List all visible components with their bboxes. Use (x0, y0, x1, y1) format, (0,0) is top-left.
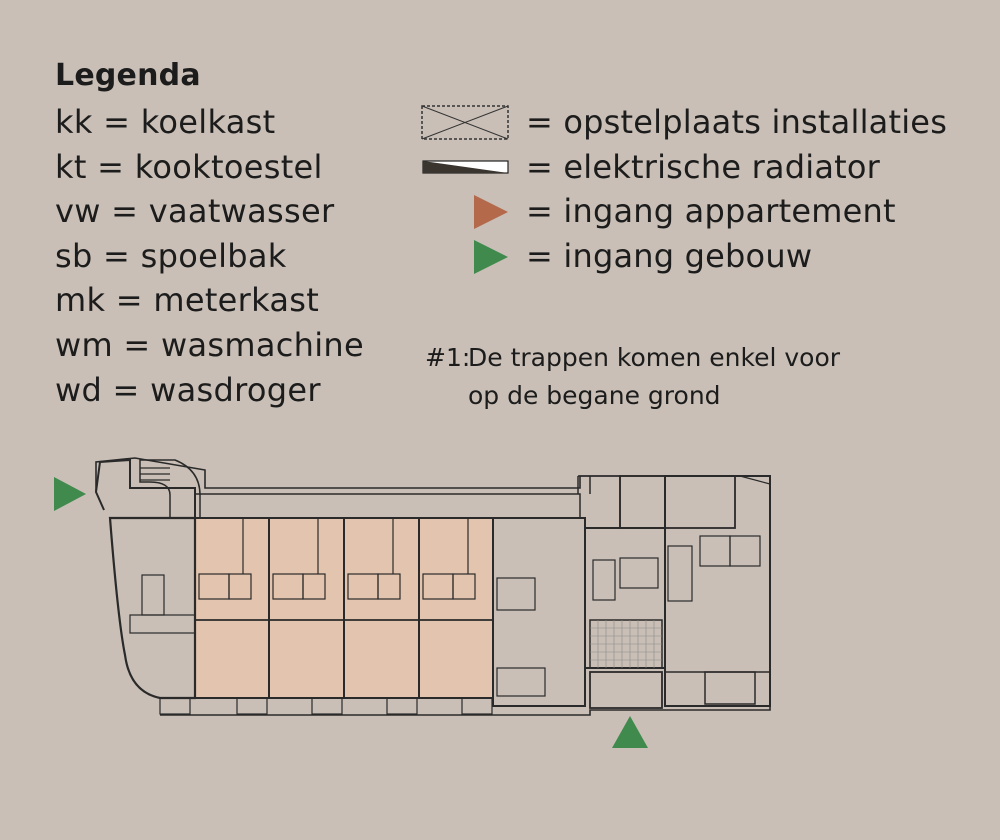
legend-symbol-building-entrance: = ingang gebouw (420, 234, 980, 279)
footnote-label: #1: (425, 343, 471, 372)
entrance-porch (589, 671, 663, 709)
legend-symbol-label: = ingang gebouw (526, 236, 813, 275)
legend-symbol-apartment-entrance: = ingang appartement (420, 189, 980, 234)
apartment-2 (268, 517, 345, 699)
legend-item-kk: kk = koelkast (55, 103, 276, 141)
building-entrance-south-icon (612, 716, 648, 748)
radiator-icon (420, 149, 512, 185)
legend-item-vw: vw = vaatwasser (55, 192, 335, 231)
footnote: #1:De trappen komen enkel voor op de beg… (425, 339, 840, 415)
apartment-4 (418, 517, 494, 699)
legend-item-mk: mk = meterkast (55, 281, 320, 320)
apartment-3 (343, 517, 420, 699)
apartment-1 (194, 517, 270, 699)
footnote-line-1: De trappen komen enkel voor (468, 343, 841, 372)
unit-east-1 (492, 517, 586, 707)
legend-symbol-radiator: = elektrische radiator (420, 145, 980, 190)
building-entrance-triangle-icon (420, 238, 512, 274)
footnote-line-2: op de begane grond (468, 381, 721, 410)
legend-symbol-installation: = opstelplaats installaties (420, 100, 980, 145)
installation-box-icon (420, 104, 512, 140)
legend-symbol-label: = elektrische radiator (526, 147, 881, 186)
gallery-corridor (194, 493, 581, 519)
abbreviation-list: kk = koelkast kt = kooktoestel vw = vaat… (55, 100, 364, 412)
stair-core (584, 527, 666, 669)
legend-item-kt: kt = kooktoestel (55, 147, 323, 186)
legend-item-sb: sb = spoelbak (55, 236, 287, 275)
west-block (108, 516, 197, 700)
legend-symbol-label: = ingang appartement (526, 192, 896, 231)
floor-plan (54, 457, 771, 748)
legend-item-wm: wm = wasmachine (55, 325, 364, 364)
building-outline (95, 457, 771, 716)
legend-symbol-label: = opstelplaats installaties (526, 103, 948, 141)
apartment-entrance-triangle-icon (420, 193, 512, 230)
legend-item-wd: wd = wasdroger (55, 370, 321, 409)
building-entrance-west-icon (54, 477, 86, 511)
symbol-list: = opstelplaats installaties = elektrisch… (420, 100, 980, 278)
installation-shaft (141, 574, 165, 616)
legend-title: Legenda (55, 58, 201, 93)
